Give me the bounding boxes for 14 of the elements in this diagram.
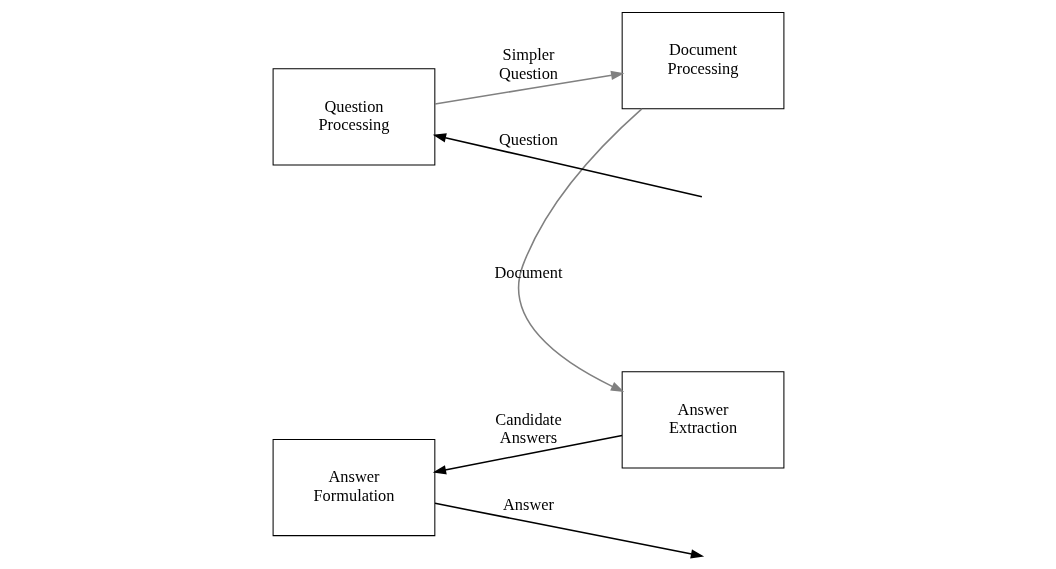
arrow bbox=[433, 502, 704, 559]
edge-label: Question bbox=[498, 130, 558, 150]
edge-label: Candidate Answers bbox=[494, 409, 562, 448]
node-box: Answer Formulation bbox=[272, 438, 435, 537]
node-box: Answer Extraction bbox=[621, 371, 784, 469]
node-box: Document Processing bbox=[621, 12, 784, 110]
edge-label: Simpler Question bbox=[498, 45, 558, 83]
arrow bbox=[432, 133, 703, 198]
node-box: Question Processing bbox=[272, 68, 435, 166]
edge-label: Answer bbox=[502, 494, 554, 514]
arrow bbox=[432, 434, 623, 475]
arrow bbox=[517, 108, 643, 392]
arrow bbox=[433, 70, 624, 105]
edge-label: Document bbox=[493, 263, 563, 283]
